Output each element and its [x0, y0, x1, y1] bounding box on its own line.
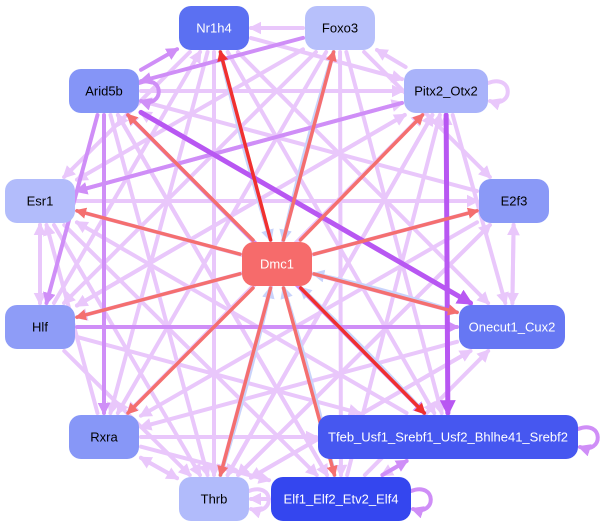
node-box[interactable] — [271, 477, 411, 521]
edge-pitx2_otx2-to-pitx2_otx2 — [486, 79, 510, 111]
node-box[interactable] — [404, 69, 488, 113]
edge-dmc1-to-esr1 — [74, 207, 242, 256]
edge-hlf-to-tfeb — [75, 334, 362, 417]
edge-dmc1-to-arid5b — [126, 113, 255, 242]
node-pitx2-otx2[interactable]: Pitx2_Otx2 — [404, 69, 488, 113]
node-elf1[interactable]: Elf1_Elf2_Etv2_Elf4 — [271, 477, 411, 521]
edge-elf1-to-tfeb — [380, 459, 409, 477]
edge-foxo3-to-elf1 — [334, 50, 348, 478]
edge-tfeb-to-esr1 — [74, 220, 409, 415]
edge-e2f3-to-rxra — [138, 220, 479, 418]
node-label: Nr1h4 — [196, 21, 231, 36]
edge-elf1-to-arid5b — [115, 112, 330, 477]
node-box[interactable] — [305, 6, 375, 50]
node-label: Thrb — [201, 492, 228, 507]
node-box[interactable] — [318, 415, 578, 459]
edge-dmc1-to-nr1h4 — [217, 49, 273, 242]
node-box[interactable] — [179, 6, 249, 50]
edge-arid5b-to-arid5b — [137, 79, 161, 111]
edge-thrb-to-thrb — [247, 487, 271, 519]
node-box[interactable] — [179, 477, 249, 521]
node-label: Onecut1_Cux2 — [469, 320, 556, 335]
node-label: Arid5b — [85, 84, 123, 99]
node-box[interactable] — [69, 415, 139, 459]
edge-dmc1-to-e2f3 — [312, 207, 480, 256]
edge-thrb-to-onecut1_cux2 — [249, 349, 473, 480]
node-label: Esr1 — [27, 194, 54, 209]
node-arid5b[interactable]: Arid5b — [69, 69, 139, 113]
edge-arid5b-to-onecut1_cux2 — [138, 109, 474, 306]
node-foxo3[interactable]: Foxo3 — [305, 6, 375, 50]
node-esr1[interactable]: Esr1 — [5, 179, 75, 223]
edge-dmc1-to-hlf — [74, 272, 242, 321]
node-label: Rxra — [90, 430, 118, 445]
node-label: Pitx2_Otx2 — [414, 84, 478, 99]
node-label: Hlf — [32, 320, 48, 335]
node-e2f3[interactable]: E2f3 — [479, 179, 549, 223]
edge-onecut1_cux2-to-rxra — [138, 339, 459, 431]
edge-elf1-to-elf1 — [409, 487, 433, 519]
edge-onecut1_cux2-to-e2f3 — [507, 222, 520, 305]
node-tfeb[interactable]: Tfeb_Usf1_Srebf1_Usf2_Bhlhe41_Srebf2 — [318, 415, 578, 459]
node-box[interactable] — [69, 69, 139, 113]
edge-dmc1-to-tfeb — [298, 286, 427, 415]
node-box[interactable] — [5, 305, 75, 349]
node-onecut1-cux2[interactable]: Onecut1_Cux2 — [459, 305, 565, 349]
edge-dmc1-to-foxo3 — [281, 49, 337, 242]
node-box[interactable] — [5, 179, 75, 223]
node-label: Foxo3 — [322, 21, 358, 36]
edge-tfeb-to-tfeb — [576, 425, 600, 457]
node-label: E2f3 — [501, 194, 528, 209]
node-hlf[interactable]: Hlf — [5, 305, 75, 349]
node-label: Tfeb_Usf1_Srebf1_Usf2_Bhlhe41_Srebf2 — [328, 430, 568, 445]
edge-elf1-to-onecut1_cux2 — [362, 349, 491, 477]
node-nr1h4[interactable]: Nr1h4 — [179, 6, 249, 50]
node-box[interactable] — [479, 179, 549, 223]
edge-nr1h4-to-tfeb — [225, 50, 437, 416]
edge-dmc1-to-thrb — [217, 286, 273, 478]
node-thrb[interactable]: Thrb — [179, 477, 249, 521]
edge-foxo3-to-rxra — [115, 50, 329, 416]
node-label: Dmc1 — [260, 257, 294, 272]
edge-pitx2_otx2-to-foxo3 — [374, 47, 408, 69]
edge-hlf-to-pitx2_otx2 — [75, 113, 407, 308]
edge-thrb-to-rxra — [138, 455, 179, 481]
node-box[interactable] — [242, 242, 312, 286]
edge-pitx2_otx2-to-esr1 — [74, 100, 404, 195]
node-dmc1[interactable]: Dmc1 — [242, 242, 312, 286]
node-rxra[interactable]: Rxra — [69, 415, 139, 459]
edge-dmc1-to-rxra — [126, 286, 255, 415]
edge-pitx2_otx2-to-tfeb — [439, 112, 456, 417]
edge-dmc1-to-onecut1_cux2 — [312, 272, 460, 316]
edge-dmc1-to-pitx2_otx2 — [298, 113, 425, 242]
edge-arid5b-to-nr1h4 — [139, 47, 180, 72]
node-box[interactable] — [459, 305, 565, 349]
edge-thrb-to-pitx2_otx2 — [225, 112, 435, 477]
node-label: Elf1_Elf2_Etv2_Elf4 — [284, 492, 399, 507]
